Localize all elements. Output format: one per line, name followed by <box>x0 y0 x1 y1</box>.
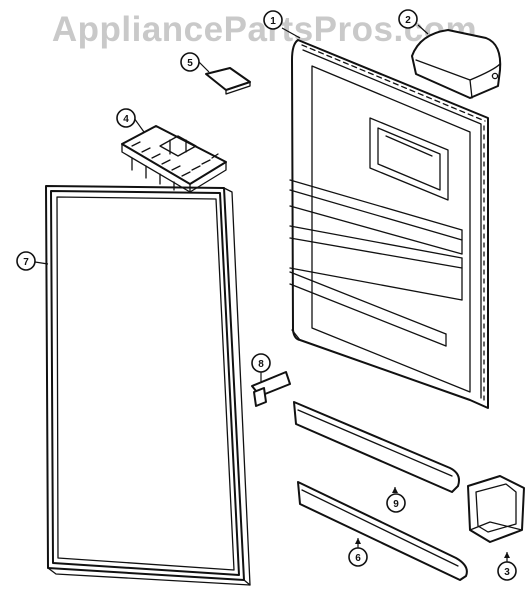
arrowhead-3 <box>504 552 510 558</box>
svg-text:8: 8 <box>258 359 264 370</box>
shelf-bar-6 <box>297 481 468 581</box>
svg-text:4: 4 <box>123 114 129 125</box>
svg-text:5: 5 <box>187 58 193 69</box>
leader-5 <box>198 61 210 73</box>
callout-3: 3 <box>497 561 517 581</box>
small-cover <box>205 67 251 95</box>
leader-1 <box>281 27 301 39</box>
svg-text:6: 6 <box>355 553 361 564</box>
leader-2 <box>417 24 429 35</box>
svg-text:3: 3 <box>504 567 510 578</box>
callout-8: 8 <box>251 353 271 373</box>
door-gasket <box>45 185 251 586</box>
arrowhead-9 <box>392 487 398 493</box>
svg-text:7: 7 <box>23 257 29 268</box>
dairy-door <box>411 29 502 99</box>
egg-tray <box>121 125 227 193</box>
callout-6: 6 <box>348 547 368 567</box>
callout-1: 1 <box>263 10 283 30</box>
door-liner <box>289 39 489 409</box>
svg-text:2: 2 <box>405 15 411 26</box>
callout-4: 4 <box>116 108 136 128</box>
callout-7: 7 <box>16 251 36 271</box>
callout-9: 9 <box>386 493 406 513</box>
leader-7 <box>34 261 49 265</box>
leader-4 <box>133 117 145 133</box>
svg-text:9: 9 <box>393 499 399 510</box>
callout-2: 2 <box>398 9 418 29</box>
small-cap <box>467 475 525 543</box>
callout-5: 5 <box>180 52 200 72</box>
shelf-bar-9 <box>293 401 460 493</box>
small-bracket <box>251 371 291 407</box>
arrowhead-6 <box>355 538 361 544</box>
svg-text:1: 1 <box>270 16 276 27</box>
